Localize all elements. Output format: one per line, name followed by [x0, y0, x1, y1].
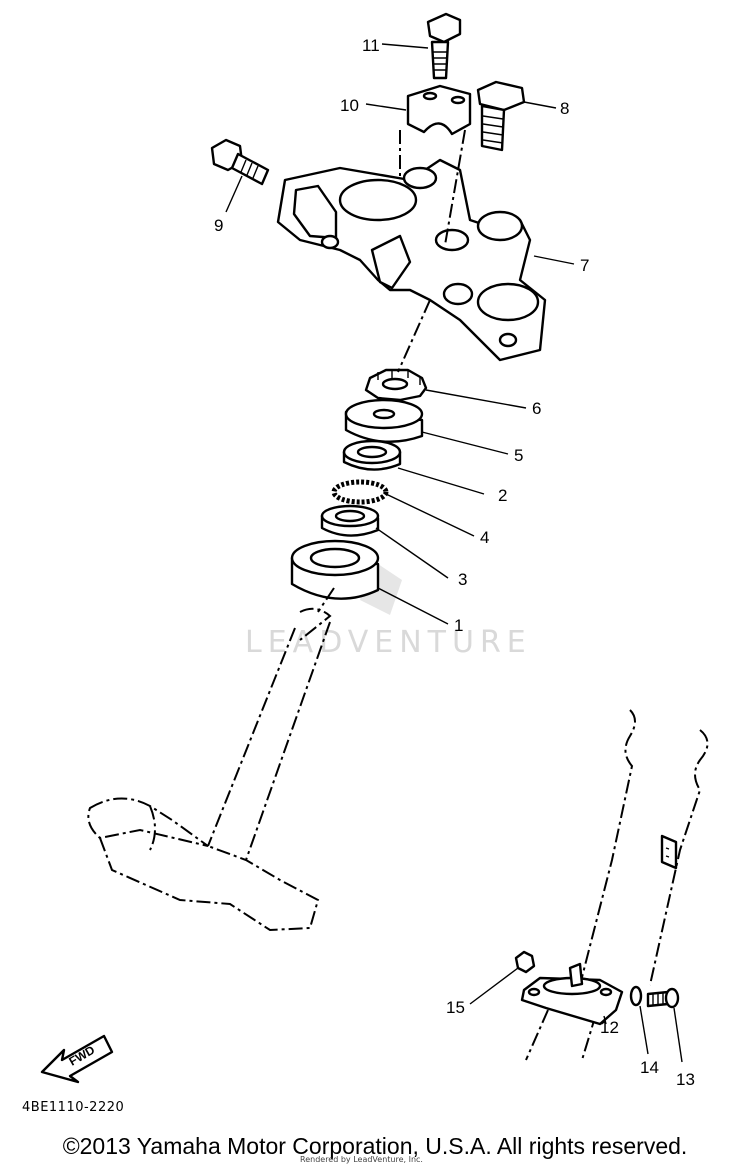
- callout-8: 8: [560, 99, 569, 118]
- part-2-bearing-race: [342, 439, 402, 471]
- part-4-ball-bearing: [331, 479, 389, 505]
- callout-5: 5: [514, 446, 523, 465]
- part-15-nut: [514, 950, 536, 974]
- callout-9: 9: [214, 216, 223, 235]
- part-8-bolt: [476, 80, 526, 152]
- callout-7: 7: [580, 256, 589, 275]
- watermark-text: LEADVENTURE: [245, 625, 532, 660]
- part-14-washer: [629, 985, 643, 1007]
- part-9-bolt: [210, 138, 270, 186]
- rendered-by-note: Rendered by LeadVenture, Inc.: [300, 1155, 423, 1164]
- part-10-handlebar-holder: [406, 84, 472, 136]
- fwd-arrow-icon: FWD: [40, 1034, 114, 1084]
- callout-1: 1: [454, 616, 463, 635]
- callout-15: 15: [446, 998, 465, 1017]
- part-6-ring-nut: [364, 299, 431, 402]
- callout-4: 4: [480, 528, 489, 547]
- callout-12: 12: [600, 1018, 619, 1037]
- part-13-screw: [646, 987, 680, 1009]
- part-5-bearing-cover: [344, 398, 424, 443]
- callout-6: 6: [532, 399, 541, 418]
- callout-13: 13: [676, 1070, 695, 1089]
- fork-leg-outline: [525, 709, 709, 1061]
- callout-10: 10: [340, 96, 359, 115]
- leadventure-watermark: LEADVENTURE: [245, 560, 532, 660]
- part-11-bolt: [426, 12, 462, 80]
- callout-11: 11: [362, 36, 380, 55]
- part-12-cable-guide: [520, 962, 624, 1026]
- callout-14: 14: [640, 1058, 659, 1077]
- part-3-bearing-race: [320, 504, 380, 537]
- callout-3: 3: [458, 570, 467, 589]
- diagram-code: 4BE1110-2220: [22, 1100, 125, 1115]
- leader-lines: [225, 43, 683, 1063]
- copyright-notice: ©2013 Yamaha Motor Corporation, U.S.A. A…: [62, 1133, 688, 1159]
- steering-stem-outline: [87, 607, 332, 932]
- callout-2: 2: [498, 486, 507, 505]
- part-1-bearing: [290, 539, 380, 613]
- callout-labels: 11 10 8 9 7 6 5 2 4 3 1 15 12 14 13: [214, 36, 695, 1089]
- part-7-upper-bracket: [276, 129, 547, 362]
